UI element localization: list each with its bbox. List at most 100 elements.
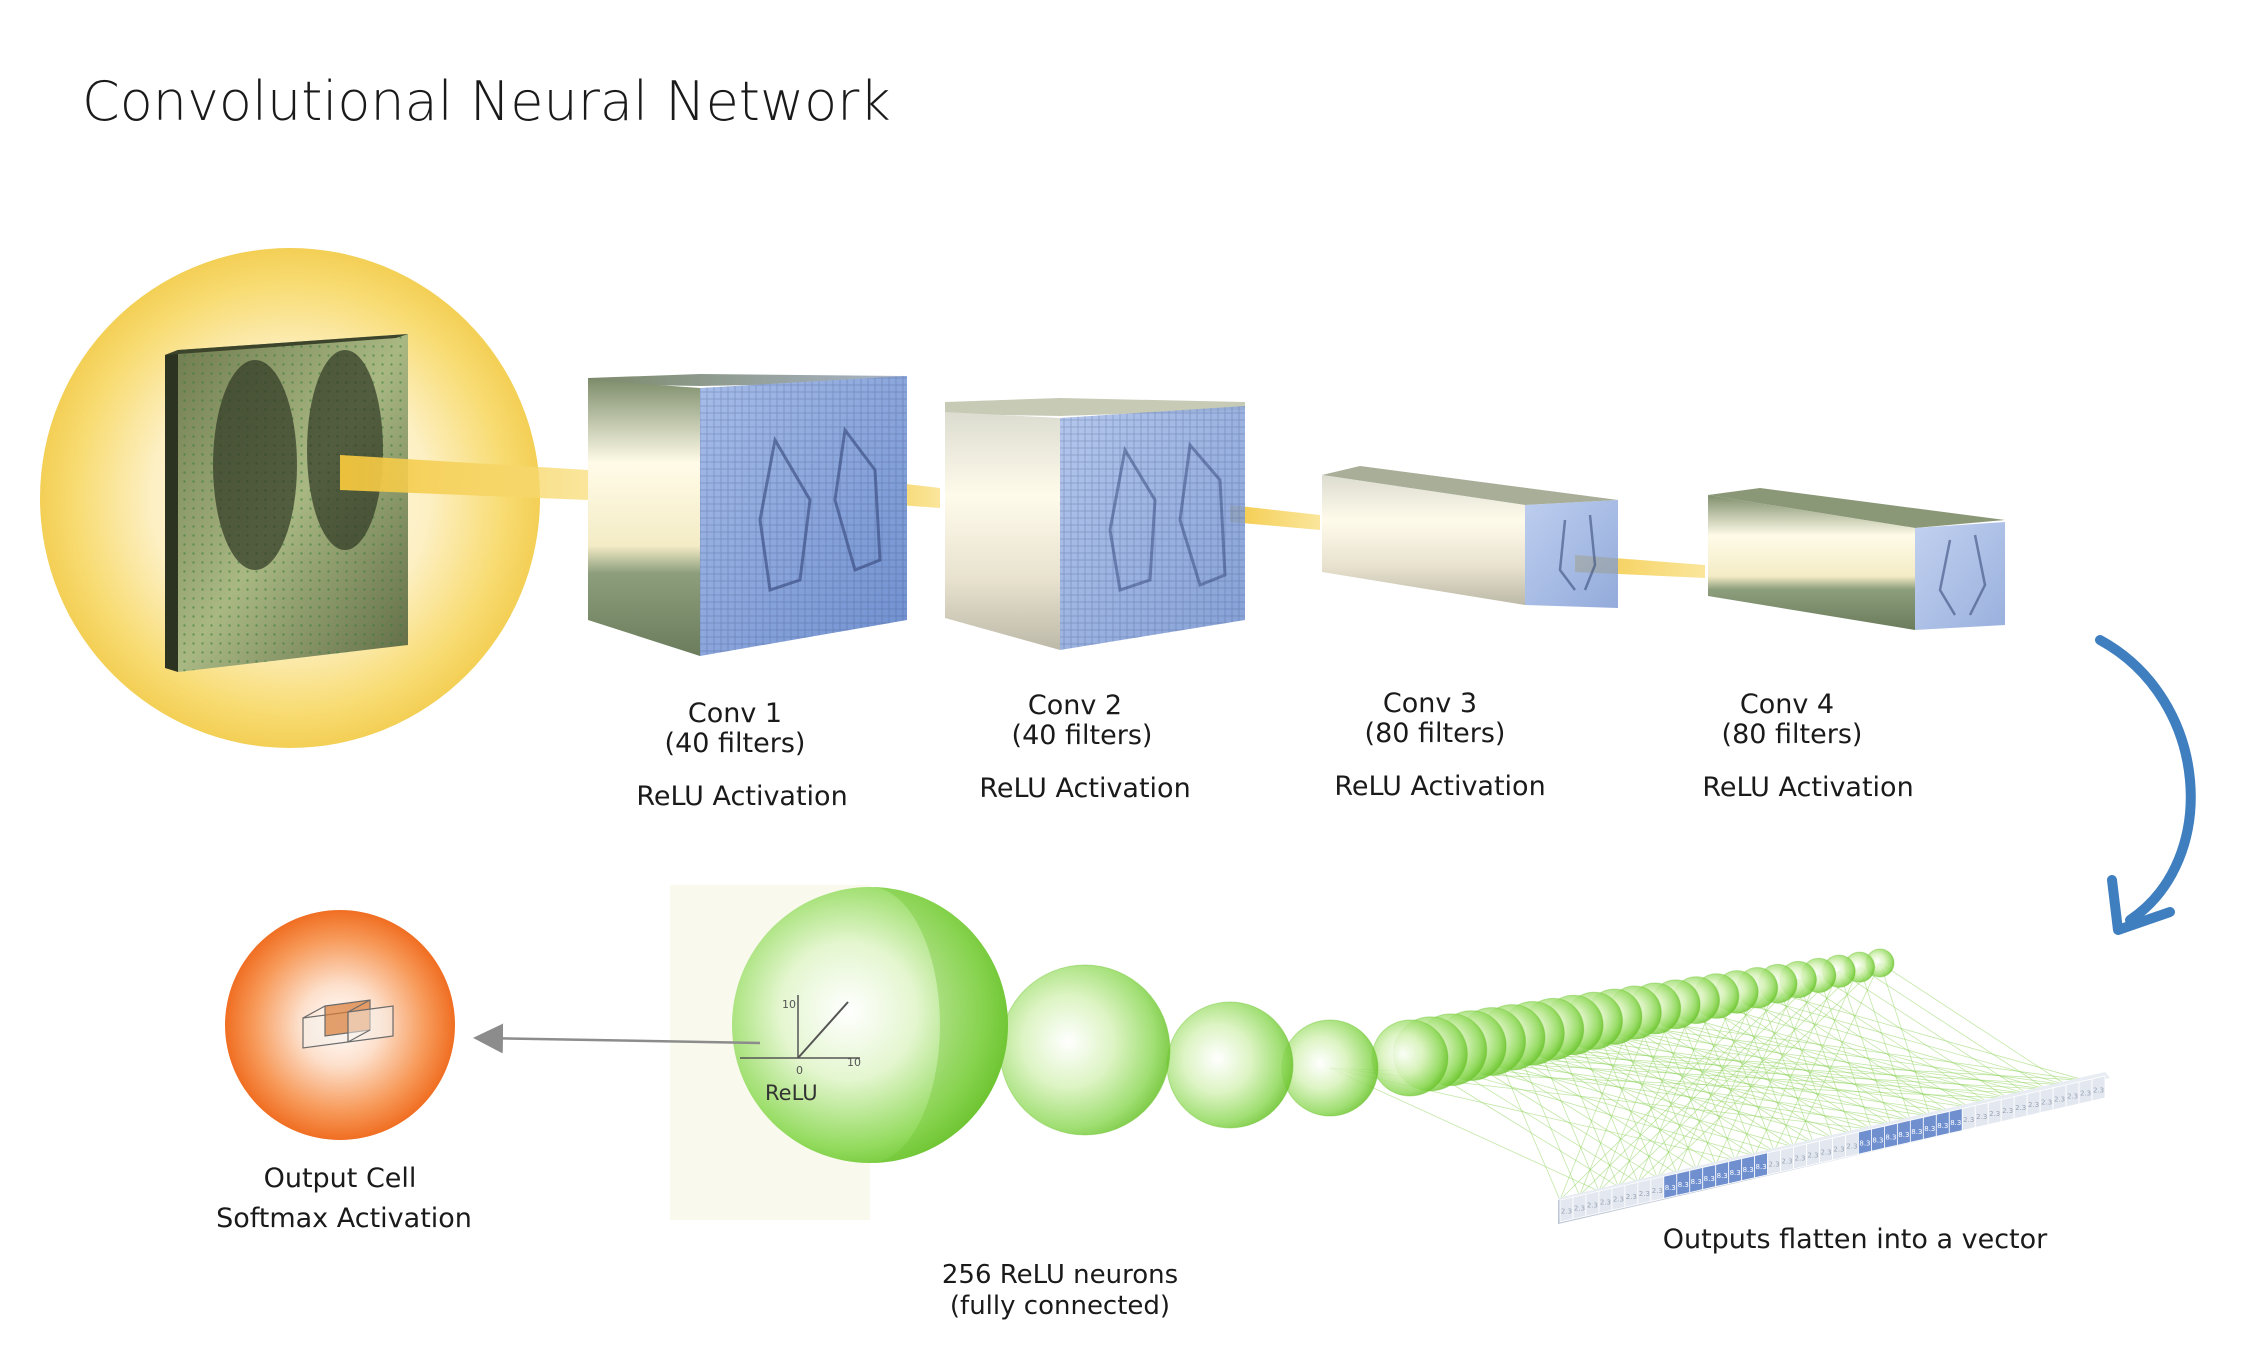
fc-link-line [1754, 971, 1840, 1156]
fc-link-line [1614, 1016, 2086, 1081]
output-label-line2: Softmax Activation [216, 1203, 472, 1234]
fc-link-line [1793, 962, 1881, 1148]
fc-link-line [1715, 979, 1799, 1165]
fc-link-line [1593, 1020, 1930, 1117]
conv3-activation: ReLU Activation [1334, 771, 1545, 802]
conv3-name: Conv 3 [1383, 688, 1477, 719]
fc-link-line [1859, 966, 2047, 1090]
vector-cell-value: 8.3 [1743, 1166, 1754, 1174]
conv1-name: Conv 1 [688, 698, 782, 729]
vector-cell-value: 2.3 [2015, 1104, 2026, 1112]
vector-cell-value: 8.3 [1885, 1134, 1896, 1142]
dense-label-line2: (fully connected) [950, 1291, 1170, 1321]
relu-label: ReLU [765, 1081, 818, 1105]
conv3-side [1322, 475, 1525, 605]
vector-cell-value: 2.3 [1846, 1143, 1857, 1151]
conv2-activation: ReLU Activation [979, 773, 1190, 804]
fc-link-line [1655, 1008, 1989, 1103]
vector-cell-value: 2.3 [1626, 1193, 1637, 1201]
fc-link-line [1634, 1012, 1697, 1170]
vector-cell-value: 2.3 [1652, 1187, 1663, 1195]
fc-link-line [1552, 1028, 2028, 1095]
output-cube-icon [302, 999, 394, 1049]
fc-link-line [1736, 991, 1794, 1147]
output-arrow [473, 1023, 761, 1054]
conv3-face [1525, 500, 1618, 608]
fc-link-line [1757, 987, 1814, 1143]
vector-cell-value: 2.3 [2028, 1101, 2039, 1109]
conv2-block [945, 398, 1245, 650]
vector-cell-value: 8.3 [1665, 1184, 1676, 1192]
conv1-side [588, 380, 700, 656]
fc-link-line [1675, 1003, 1872, 1130]
conv4-filters: (80 filters) [1722, 719, 1863, 750]
vector-cell-value: 2.3 [1794, 1154, 1805, 1162]
beam-input-conv1 [340, 455, 588, 500]
conv3-lung [1558, 514, 1597, 591]
conv2-side [945, 412, 1060, 650]
fc-link-line [1618, 1000, 1697, 1187]
curved-arrow-shaft [2095, 635, 2196, 925]
vector-cell-value: 2.3 [1587, 1202, 1598, 1210]
conv2-lung-left [1108, 445, 1157, 592]
fc-link-line [1777, 983, 1969, 1108]
vector-cell-value: 8.3 [1872, 1137, 1883, 1145]
fc-link-line [1573, 1024, 2047, 1090]
fc-link-line [1655, 1008, 1853, 1134]
fc-link-line [1579, 1008, 1656, 1196]
fc-link-line [1695, 1000, 1756, 1156]
fc-link-line [1637, 966, 1860, 1183]
vector-cell-value: 2.3 [1769, 1160, 1780, 1168]
fc-link-line [1618, 970, 1840, 1188]
conv1-lung-left [758, 435, 812, 592]
neuron-chain [999, 948, 1895, 1136]
fc-link-line [1734, 975, 1820, 1161]
fc-link-line [1859, 967, 1911, 1121]
vector-cell-value: 2.3 [2093, 1086, 2104, 1094]
vector-cell-value: 8.3 [1704, 1175, 1715, 1183]
fc-link-line [1879, 962, 2067, 1086]
fc-link-line [1695, 999, 1892, 1126]
neuron [999, 964, 1171, 1136]
vector-cell-value: 8.3 [1859, 1140, 1870, 1148]
vector-cell-value: 8.3 [1717, 1172, 1728, 1180]
vector-cell-value: 2.3 [1561, 1208, 1572, 1216]
fc-link-line [1773, 966, 1860, 1152]
dense-layer-front: 10 0 10 ReLU [670, 885, 1008, 1220]
vector-cell-value: 2.3 [1613, 1196, 1624, 1204]
conv3-top [1322, 466, 1618, 505]
fc-link-line [1818, 975, 2008, 1099]
vector-cell-value: 2.3 [1600, 1199, 1611, 1207]
fc-link-line [1879, 962, 1931, 1116]
xray-side [165, 350, 178, 672]
vector-cell-value: 2.3 [2054, 1095, 2065, 1103]
fc-link-line [1736, 991, 2067, 1086]
fc-link-line [1654, 1008, 1717, 1165]
input-image [40, 248, 540, 748]
conv3-block [1322, 466, 1618, 608]
conv2-filters: (40 filters) [1012, 720, 1153, 751]
neuron [1166, 1001, 1294, 1129]
output-label-line1: Output Cell [264, 1163, 417, 1194]
relu-x-tick: 10 [847, 1056, 861, 1069]
fc-link-line [1736, 991, 1931, 1117]
fc-link-line [1675, 1003, 2008, 1099]
fc-link-line [1634, 1012, 1833, 1139]
conv1-face-grid [700, 376, 907, 656]
vector-cell-value: 8.3 [1730, 1169, 1741, 1177]
page-title: Convolutional Neural Network [82, 70, 891, 133]
fc-link-line [1598, 975, 1819, 1192]
conv4-top [1708, 488, 2005, 528]
vector-cell-value: 2.3 [1807, 1151, 1818, 1159]
relu-y-tick: 10 [782, 998, 796, 1011]
vector-cell-value: 8.3 [1898, 1131, 1909, 1139]
conv4-side [1708, 495, 1915, 630]
xray-edge-top [165, 334, 408, 355]
conv3-label: Conv 3 (80 filters) ReLU Activation [1334, 688, 1545, 802]
fc-link-line [1777, 983, 1833, 1139]
fc-link-line [1614, 1016, 1814, 1143]
vector-cell-value: 8.3 [1911, 1128, 1922, 1136]
fc-link-line [1559, 983, 1779, 1201]
fc-link-line [1593, 1020, 2067, 1086]
